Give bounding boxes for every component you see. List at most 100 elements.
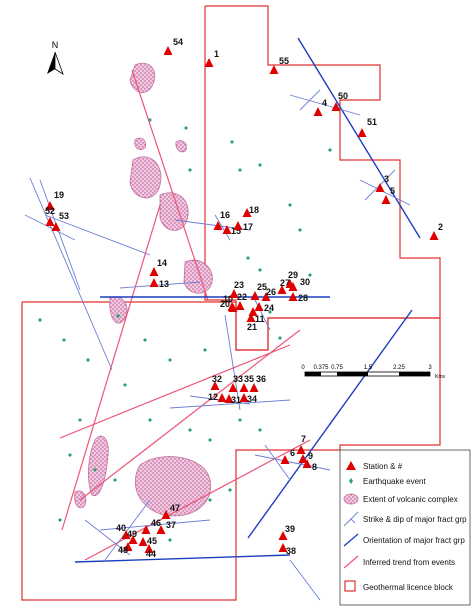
legend-quake-icon [349,478,353,484]
earthquake-event-icon [184,126,188,130]
station-marker-icon [302,459,312,468]
strike-dip-lines [24,89,411,601]
station-label: 47 [170,503,180,513]
station-label: 44 [146,549,156,559]
earthquake-event-icon [116,314,120,318]
volcanic-complex-areas [74,62,213,517]
earthquake-event-icon [308,273,312,277]
station-marker-icon [233,221,243,230]
station-label: 30 [300,277,310,287]
earthquake-event-icon [208,498,212,502]
legend-orient-label: Orientation of major fract grp [363,536,465,545]
station-marker-icon [375,183,385,192]
station-marker-icon [149,267,159,276]
station-label: 2 [438,222,443,232]
earthquake-event-icon [246,256,250,260]
station-marker-icon [45,201,55,210]
station-label: 40 [116,523,126,533]
legend-strike-label: Strike & dip of major fract grp [363,515,467,524]
legend-inferred-label: Inferred trend from events [363,558,455,567]
legend-station-icon [346,461,356,470]
station-label: 17 [243,222,253,232]
legend-block-icon [344,580,356,592]
station-label: 50 [338,91,348,101]
station-label: 14 [157,258,167,268]
earthquake-event-icon [123,383,127,387]
strike-dip-line [39,179,81,291]
legend-volcanic-icon [343,493,359,505]
earthquake-event-icon [298,228,302,232]
orientation-line [247,309,413,539]
north-arrow-icon [47,52,55,74]
scale-tick-label: 2.25 [393,365,405,371]
earthquake-event-icon [258,428,262,432]
strike-dip-line [299,89,321,111]
earthquake-event-icon [38,318,42,322]
licence-block-north [204,5,441,351]
scale-tick-label: 0 [301,365,305,371]
station-marker-icon [217,393,227,402]
earthquake-event-icon [188,168,192,172]
station-marker-icon [144,544,154,553]
strike-dip-line [289,559,321,601]
station-label: 5 [390,186,395,196]
station-marker-icon [128,535,138,544]
earthquake-event-icon [148,418,152,422]
station-marker-icon [288,282,298,291]
station-label: 52 [45,206,55,216]
station-label: 34 [247,394,257,404]
strike-dip-line [169,399,291,409]
station-marker-icon [269,65,279,74]
north-arrow: N [47,40,64,75]
legend-block-label: Geothermal licence block [363,583,454,592]
earthquake-event-icon [228,488,232,492]
legend-volcanic-label: Extent of volcanic complex [363,495,458,504]
station-label: 8 [312,462,317,472]
station-label: 51 [367,117,377,127]
strike-dip-line [99,519,211,531]
station-label: 36 [256,374,266,384]
station-label: 4 [322,98,327,108]
strike-dip-line [224,314,241,411]
north-label: N [52,40,59,50]
station-label: 19 [54,190,64,200]
station-label: 35 [244,374,254,384]
strike-dip-line [119,281,201,289]
legend-strike-icon [343,511,359,527]
station-label: 28 [298,293,308,303]
station-marker-icon [224,394,234,403]
earthquake-event-icon [168,358,172,362]
strike-dip-line [24,214,76,241]
station-label: 49 [127,529,137,539]
station-marker-icon [156,525,166,534]
station-marker-icon [204,58,214,67]
station-label: 7 [301,434,306,444]
station-marker-icon [250,291,260,300]
earthquake-event-icon [86,358,90,362]
earthquake-event-icon [258,268,262,272]
station-marker-icon [138,537,148,546]
station-label: 15 [231,226,241,236]
earthquake-event-icon [268,310,272,314]
station-label: 20 [220,299,230,309]
station-label: 45 [147,536,157,546]
station-label: 22 [237,292,247,302]
station-marker-icon [278,543,288,552]
station-label: 6 [290,448,295,458]
station-marker-icon [228,383,238,392]
station-marker-icon [45,217,55,226]
earthquake-event-icon [238,418,242,422]
earthquake-event-icon [203,348,207,352]
station-label: 16 [220,210,230,220]
orientation-line [74,554,291,563]
station-label: 10 [223,294,233,304]
inferred-trend-line [79,329,301,501]
station-label: 29 [288,270,298,280]
station-label: 26 [266,287,276,297]
station-marker-icon [242,208,252,217]
strike-dip-line [254,454,331,471]
station-marker-icon [121,530,131,539]
strike-dip-line [104,499,151,561]
station-label: 37 [166,520,176,530]
earthquake-event-icon [278,336,282,340]
